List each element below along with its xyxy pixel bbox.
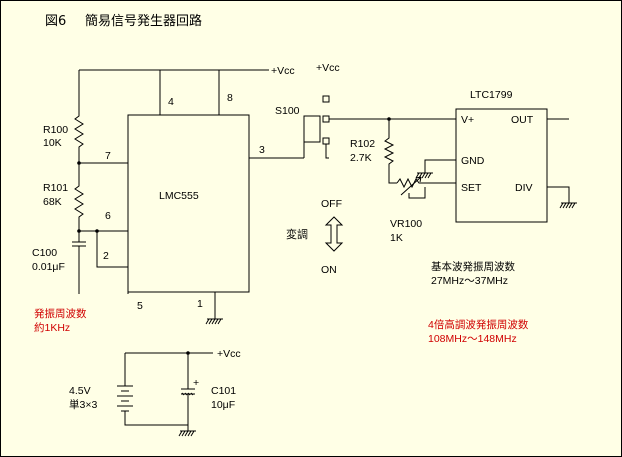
switch-on-label: ON [321, 264, 337, 276]
fundamental-note: 基本波発振周波数 [431, 260, 515, 273]
fundamental-range: 27MHz〜37MHz [431, 275, 508, 287]
s100-switch-body [303, 115, 321, 158]
harmonic-range: 108MHz〜148MHz [428, 333, 517, 345]
pin-8-label: 8 [227, 92, 233, 104]
pin-1-label: 1 [197, 298, 203, 310]
battery-bottom-wire [124, 411, 188, 426]
osc-frequency-value: 約1KHz [34, 321, 70, 334]
switch-off-label: OFF [321, 198, 342, 210]
r100-name: R100 [43, 124, 68, 136]
junction-node [77, 229, 81, 233]
lmc555-label: LMC555 [159, 190, 199, 202]
ground-symbol-555 [205, 318, 223, 325]
pin4-pin8-wires [159, 70, 220, 115]
pin-vplus-label: V+ [461, 114, 474, 126]
vr100-value: 1K [390, 232, 403, 244]
vr100-name: VR100 [390, 218, 422, 230]
harmonic-note: 4倍高調波発振周波数 [428, 318, 529, 331]
ground-symbol-div [559, 202, 577, 209]
c100-capacitor [72, 241, 86, 294]
ltc1799-ic [455, 108, 548, 223]
r102-name: R102 [350, 138, 375, 150]
c101-hatch [181, 392, 194, 396]
c100-value: 0.01μF [32, 261, 65, 273]
battery-top-wire [124, 352, 188, 386]
s100-label: S100 [275, 105, 300, 117]
switch-terminal [322, 137, 330, 145]
c101-value: 10μF [211, 399, 235, 411]
figure-number: 図6 [45, 14, 66, 29]
vr100-resistor [396, 177, 456, 189]
r101-value: 68K [43, 196, 62, 208]
r102-resistor [383, 119, 397, 184]
vcc-label-bottom: +Vcc [217, 348, 241, 360]
pin-3-label: 3 [259, 144, 265, 156]
battery-cells: 単3×3 [69, 398, 97, 411]
vcc-label-top: +Vcc [271, 65, 295, 77]
pin-7-label: 7 [105, 150, 111, 162]
battery-symbol [117, 385, 133, 412]
pin-6-label: 6 [105, 210, 111, 222]
gnd-pin-wire [424, 159, 456, 173]
r101-name: R101 [43, 182, 68, 194]
osc-frequency-note: 発振周波数 [34, 307, 87, 320]
r102-value: 2.7K [350, 152, 372, 164]
div-wire [547, 186, 570, 203]
c101-name: C101 [211, 385, 236, 397]
pin-4-label: 4 [168, 96, 174, 108]
c100-name: C100 [32, 247, 57, 259]
c101-plus: + [193, 377, 199, 389]
lmc555-ic [127, 114, 250, 293]
pin-div-label: DIV [515, 182, 533, 194]
ltc1799-label: LTC1799 [470, 89, 513, 101]
switch-lower-wire [325, 144, 329, 159]
pin-gnd-label: GND [461, 155, 485, 167]
ground-symbol-ltc [415, 172, 433, 179]
battery-voltage: 4.5V [69, 385, 91, 397]
junction-node [77, 161, 81, 165]
r100-value: 10K [43, 137, 62, 149]
vcc-label-switch: +Vcc [316, 62, 340, 74]
switch-terminal [322, 95, 330, 103]
pin-2-label: 2 [103, 250, 109, 262]
vr100-wiper-wire [408, 187, 426, 199]
r100-r101-chain [74, 70, 84, 242]
diagram-title: 簡易信号発生器回路 [85, 13, 202, 29]
pin2-wire [96, 231, 128, 268]
pin-out-label: OUT [511, 114, 534, 126]
pin-set-label: SET [461, 182, 482, 194]
switch-terminal [322, 115, 330, 123]
junction-node [95, 229, 99, 233]
on-off-arrow-icon [324, 216, 344, 252]
ground-symbol-power [178, 430, 196, 437]
vr100-arrow [400, 176, 422, 196]
modulation-label: 変調 [286, 227, 308, 241]
c101-capacitor [181, 353, 195, 431]
pin-5-label: 5 [137, 300, 143, 312]
